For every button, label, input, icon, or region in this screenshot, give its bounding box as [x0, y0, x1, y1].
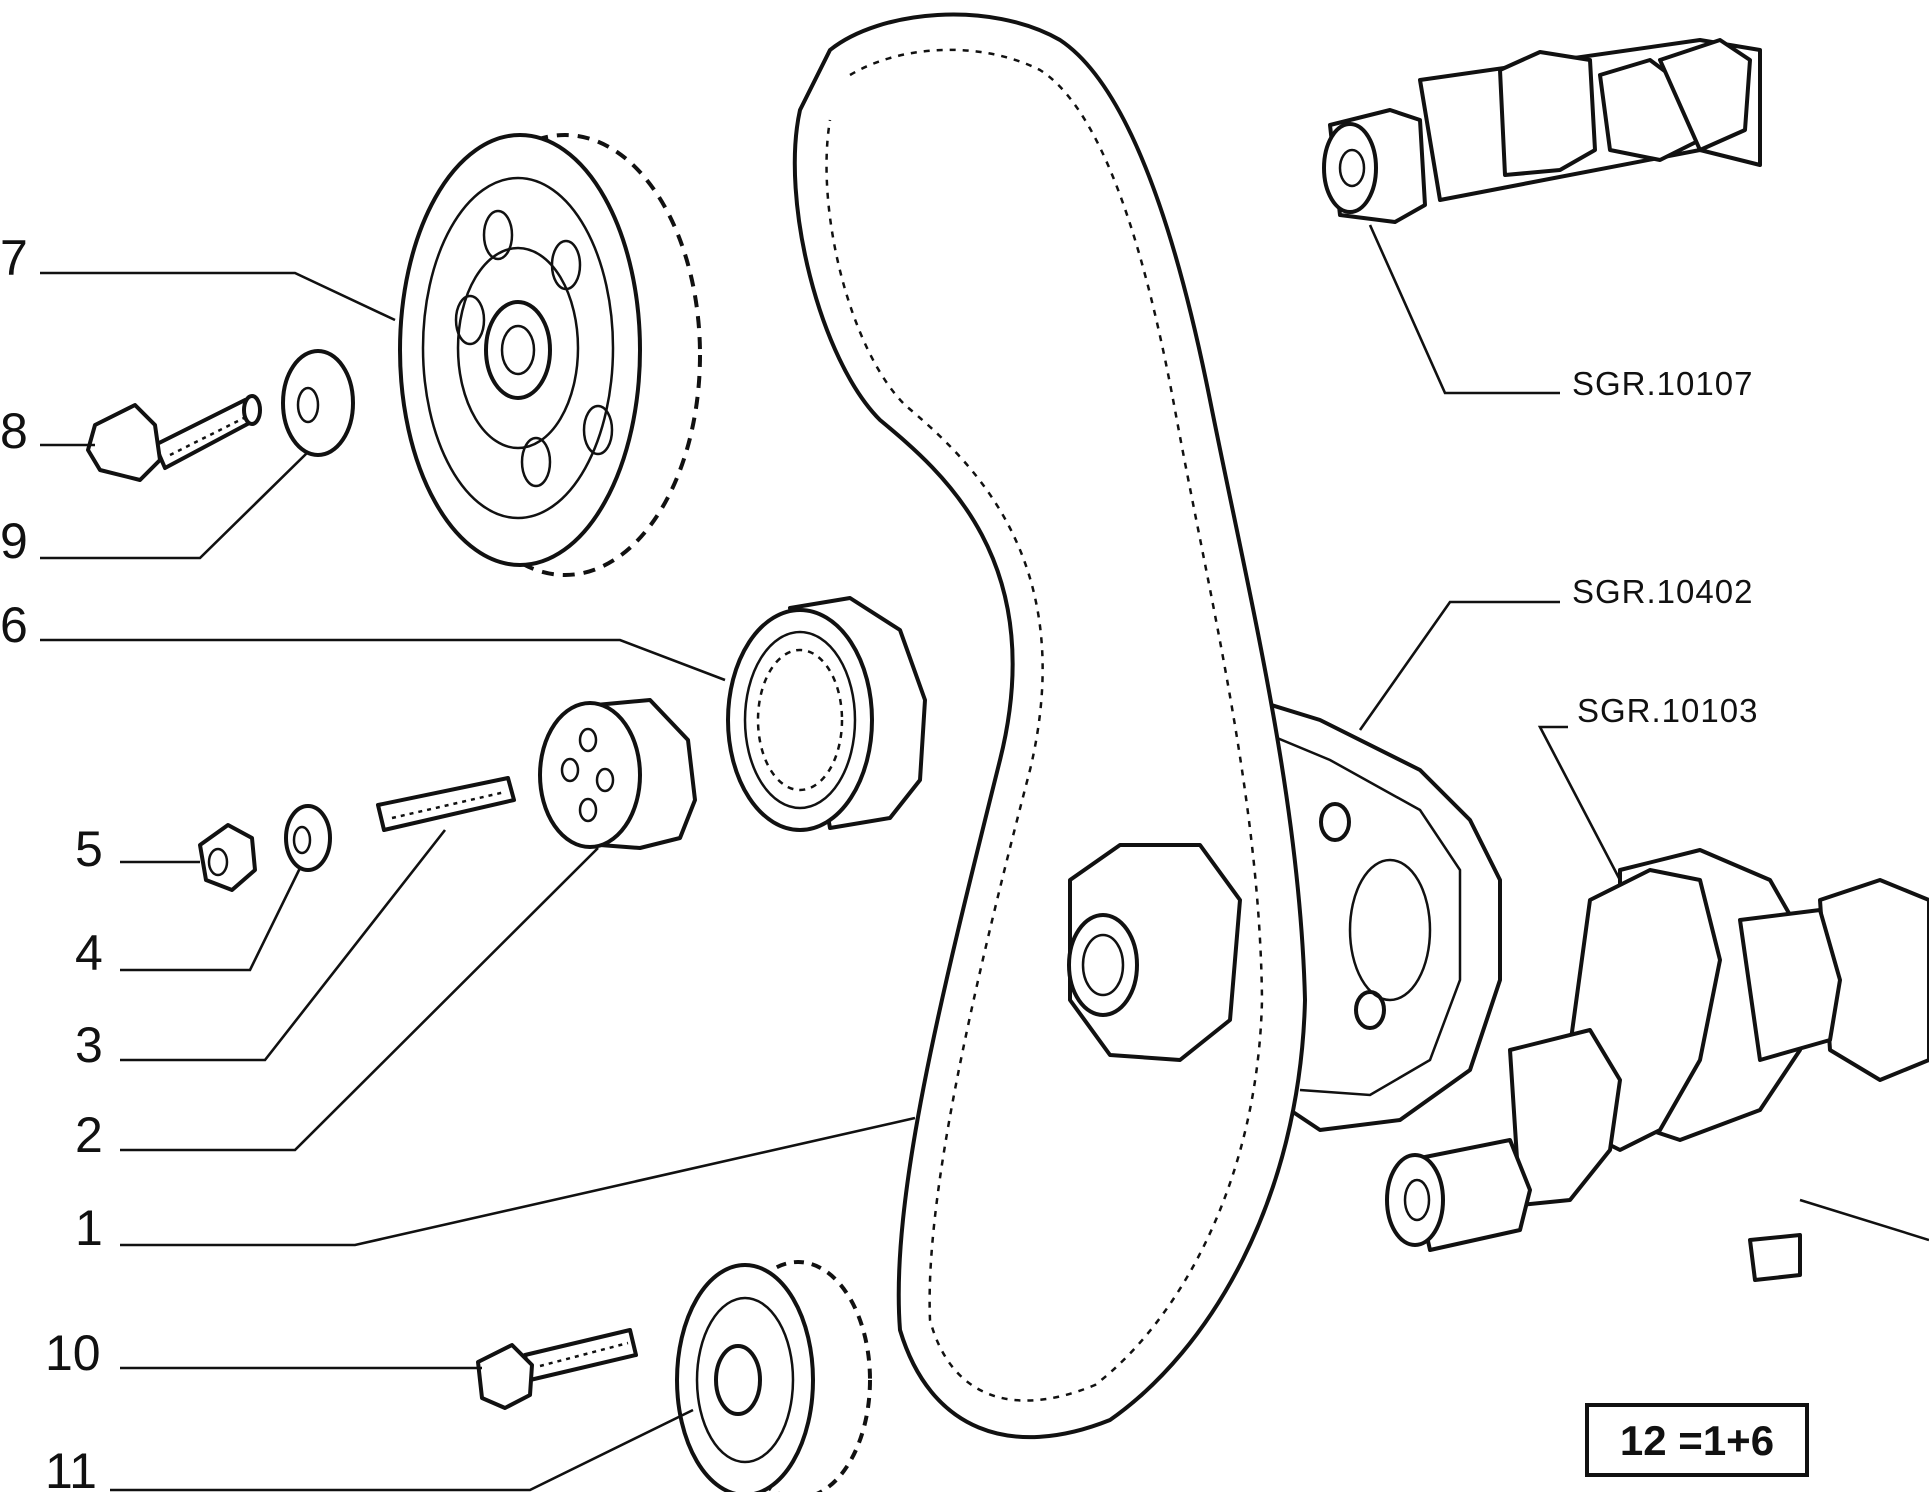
tensioner-hub [538, 698, 697, 850]
camshaft-bolt [86, 394, 262, 482]
nut [198, 823, 257, 892]
water-pump-pulley [1067, 843, 1242, 1062]
callout-7: 7 [0, 230, 28, 286]
callout-1: 1 [75, 1200, 103, 1256]
callout-2: 2 [75, 1107, 103, 1163]
callout-3: 3 [75, 1017, 103, 1073]
callout-11: 11 [45, 1443, 97, 1492]
callout-8: 8 [0, 403, 28, 459]
crankshaft [1385, 848, 1929, 1282]
callout-5: 5 [75, 821, 103, 877]
callout-9: 9 [0, 513, 28, 569]
callout-6: 6 [0, 597, 28, 653]
kit-note: 12 =1+6 [1585, 1403, 1809, 1477]
tensioner-bearing [726, 596, 927, 832]
engine-housing [1253, 698, 1502, 1132]
crankshaft-pulley [675, 1260, 872, 1492]
callout-4: 4 [75, 925, 103, 981]
stud [376, 776, 516, 832]
crankshaft-bolt [476, 1328, 638, 1410]
washer [281, 349, 355, 457]
ref-camshaft: SGR.10107 [1572, 365, 1753, 402]
kit-note-text: 12 =1+6 [1620, 1417, 1774, 1464]
callout-10: 10 [45, 1325, 101, 1381]
ref-housing: SGR.10402 [1572, 573, 1753, 610]
leader-lines [40, 224, 1622, 1492]
camshaft-pulley [398, 133, 702, 577]
spring-washer [284, 804, 332, 872]
camshaft [1322, 38, 1762, 224]
ref-crankshaft: SGR.10103 [1577, 692, 1758, 729]
timing-belt [792, 12, 1307, 1440]
